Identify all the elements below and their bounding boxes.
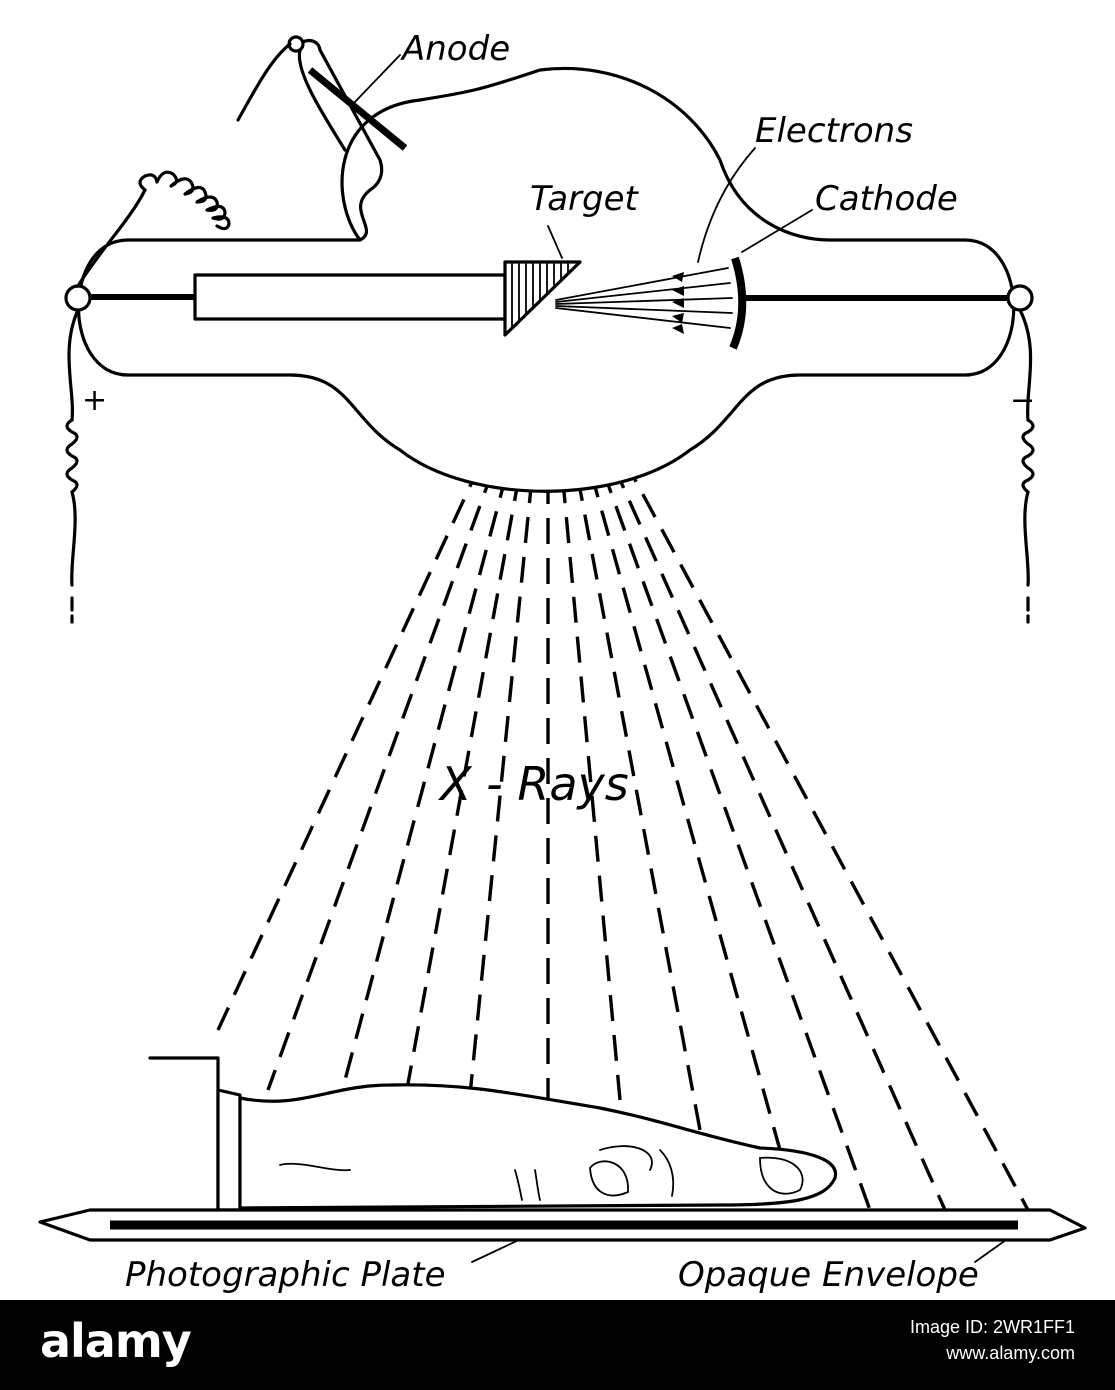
electron-beam: [555, 267, 733, 334]
cathode-assembly: [729, 256, 1008, 350]
image-meta: Image ID: 2WR1FF1 www.alamy.com: [910, 1314, 1075, 1366]
label-photographic-plate: Photographic Plate: [125, 1255, 446, 1295]
label-plus: +: [82, 383, 107, 418]
xray-tube-diagram: Anode Electrons Target Cathode + − X - R…: [38, 29, 1087, 1295]
label-anode: Anode: [400, 29, 510, 69]
image-id-text: Image ID: 2WR1FF1: [909, 1317, 1075, 1337]
photographic-plate: [38, 1208, 1087, 1242]
label-minus: −: [1010, 383, 1035, 418]
right-lead-wire: [1018, 308, 1035, 624]
label-cathode: Cathode: [815, 179, 958, 219]
terminal-right: [1006, 284, 1034, 312]
label-target: Target: [530, 179, 640, 219]
left-lead-wire: [65, 308, 80, 624]
label-x-rays: X - Rays: [438, 757, 629, 811]
stock-footer-bar: alamy Image ID: 2WR1FF1 www.alamy.com: [0, 1300, 1115, 1390]
anode-assembly: [287, 35, 408, 242]
target-block: [503, 260, 582, 337]
alamy-logo: alamy: [40, 1314, 192, 1368]
label-electrons: Electrons: [755, 111, 913, 151]
site-url-text: www.alamy.com: [946, 1343, 1075, 1363]
terminal-left: [64, 284, 92, 312]
anode-wire-coil: [76, 42, 292, 288]
hand-illustration: [148, 1056, 838, 1212]
label-opaque-envelope: Opaque Envelope: [678, 1255, 979, 1295]
